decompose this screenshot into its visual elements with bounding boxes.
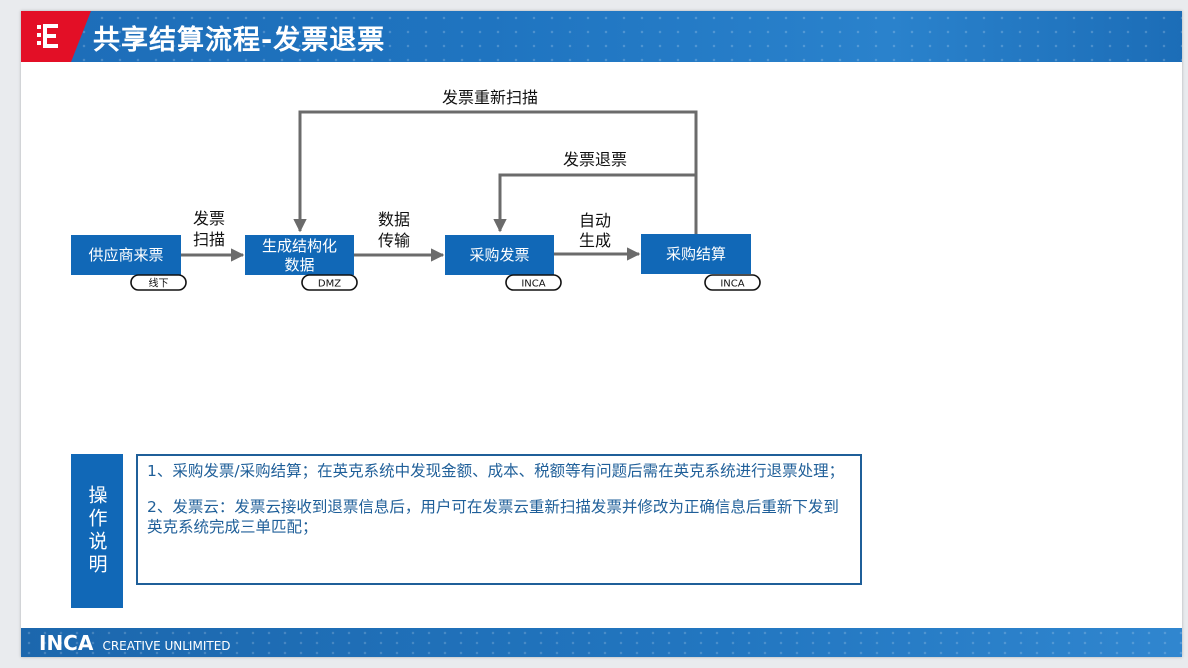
node-label-line-1: 生成结构化	[262, 237, 337, 255]
node-label: 采购发票	[469, 246, 529, 264]
brand-tagline: CREATIVE UNLIMITED	[102, 639, 231, 653]
node-label: 供应商来票	[88, 246, 163, 264]
tag-label: DMZ	[318, 279, 341, 290]
operations-item-1: 1、采购发票/采购结算；在英克系统中发现金额、成本、税额等有问题后需在英克系统进…	[147, 462, 845, 480]
page-title: 共享结算流程-发票退票	[93, 25, 386, 56]
node-structured-data: 生成结构化 数据	[245, 235, 354, 275]
slide: 共享结算流程-发票退票 发票 扫描 数据 传输 自动 生成 发票退票	[21, 11, 1182, 657]
operations-item-2: 2、发票云：发票云接收到退票信息后，用户可在发票云重新扫描发票并修改为正确信息后…	[147, 498, 839, 536]
footer-pattern	[21, 628, 1182, 657]
node-supplier-invoice: 供应商来票	[71, 235, 181, 275]
node-label: 采购结算	[666, 245, 726, 263]
flow-diagram: 发票 扫描 数据 传输 自动 生成 发票退票 发票重新扫描 供应商来票 线下	[71, 88, 761, 291]
edge-label-auto-generate-2: 生成	[579, 231, 611, 250]
inca-logo-icon	[21, 11, 91, 62]
tag-dmz: DMZ	[301, 274, 358, 291]
tag-inca-1: INCA	[505, 274, 562, 291]
edge-label-invoice-return: 发票退票	[563, 150, 627, 169]
node-purchase-settlement: 采购结算	[641, 234, 751, 274]
node-purchase-invoice: 采购发票	[445, 235, 554, 275]
edge-data-transfer: 数据 传输	[354, 210, 445, 262]
header-bar: 共享结算流程-发票退票	[21, 11, 1182, 62]
operations-box: 1、采购发票/采购结算；在英克系统中发现金额、成本、税额等有问题后需在英克系统进…	[136, 454, 862, 585]
header-pattern	[21, 11, 1182, 62]
edge-label-invoice-scan-2: 扫描	[193, 230, 225, 249]
edge-label-invoice-rescan: 发票重新扫描	[442, 88, 538, 107]
edge-label-data-transfer-2: 传输	[378, 231, 410, 250]
operations-label-text: 操作说明	[85, 485, 108, 577]
tag-label: 线下	[149, 277, 169, 290]
edge-label-auto-generate-1: 自动	[579, 211, 611, 230]
edge-label-invoice-scan-1: 发票	[193, 209, 225, 228]
tag-inca-2: INCA	[704, 274, 761, 291]
edge-invoice-rescan: 发票重新扫描	[293, 88, 698, 234]
footer-bar: INCA CREATIVE UNLIMITED	[21, 628, 1182, 657]
tag-offline: 线下	[130, 274, 187, 291]
tag-label: INCA	[720, 279, 744, 290]
edge-auto-generate: 自动 生成	[554, 211, 641, 261]
tag-label: INCA	[521, 279, 545, 290]
footer-brand: INCA CREATIVE UNLIMITED	[39, 631, 231, 655]
edge-label-data-transfer-1: 数据	[378, 210, 410, 229]
brand-name: INCA	[39, 631, 94, 655]
node-label-line-2: 数据	[284, 256, 314, 274]
operations-label: 操作说明	[71, 454, 123, 608]
edge-invoice-scan: 发票 扫描	[181, 209, 245, 262]
